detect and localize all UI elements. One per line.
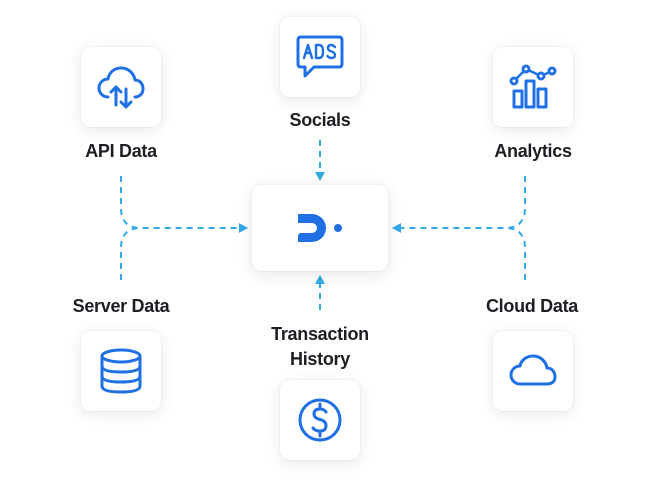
- connector-server: [120, 227, 142, 280]
- analytics-chart-icon: [509, 64, 557, 109]
- brand-logo: [298, 214, 342, 242]
- dollar-coin-icon: [298, 398, 342, 442]
- connector-analytics: [392, 176, 526, 233]
- api-data-node: [81, 47, 161, 127]
- api-data-label: API Data: [85, 141, 157, 161]
- connector-cloud: [504, 227, 526, 280]
- transaction-label-line2: History: [290, 349, 350, 369]
- server-data-node: [81, 331, 161, 411]
- cloud-data-node: [493, 331, 573, 411]
- cloud-data-label: Cloud Data: [485, 296, 578, 316]
- connector-api: [120, 176, 248, 233]
- server-data-label: Server Data: [72, 296, 170, 316]
- analytics-node: [493, 47, 573, 127]
- hub-node: [252, 185, 388, 271]
- socials-node: [280, 17, 360, 97]
- transaction-history-label: Transaction History: [240, 322, 400, 372]
- transaction-history-node: [280, 380, 360, 460]
- socials-label: Socials: [289, 110, 351, 130]
- cloud-icon: [509, 354, 557, 386]
- transaction-label-line1: Transaction: [271, 324, 369, 344]
- cloud-sync-icon: [97, 66, 145, 109]
- ads-message-icon: [296, 35, 344, 78]
- database-icon: [100, 348, 142, 394]
- analytics-label: Analytics: [494, 141, 572, 161]
